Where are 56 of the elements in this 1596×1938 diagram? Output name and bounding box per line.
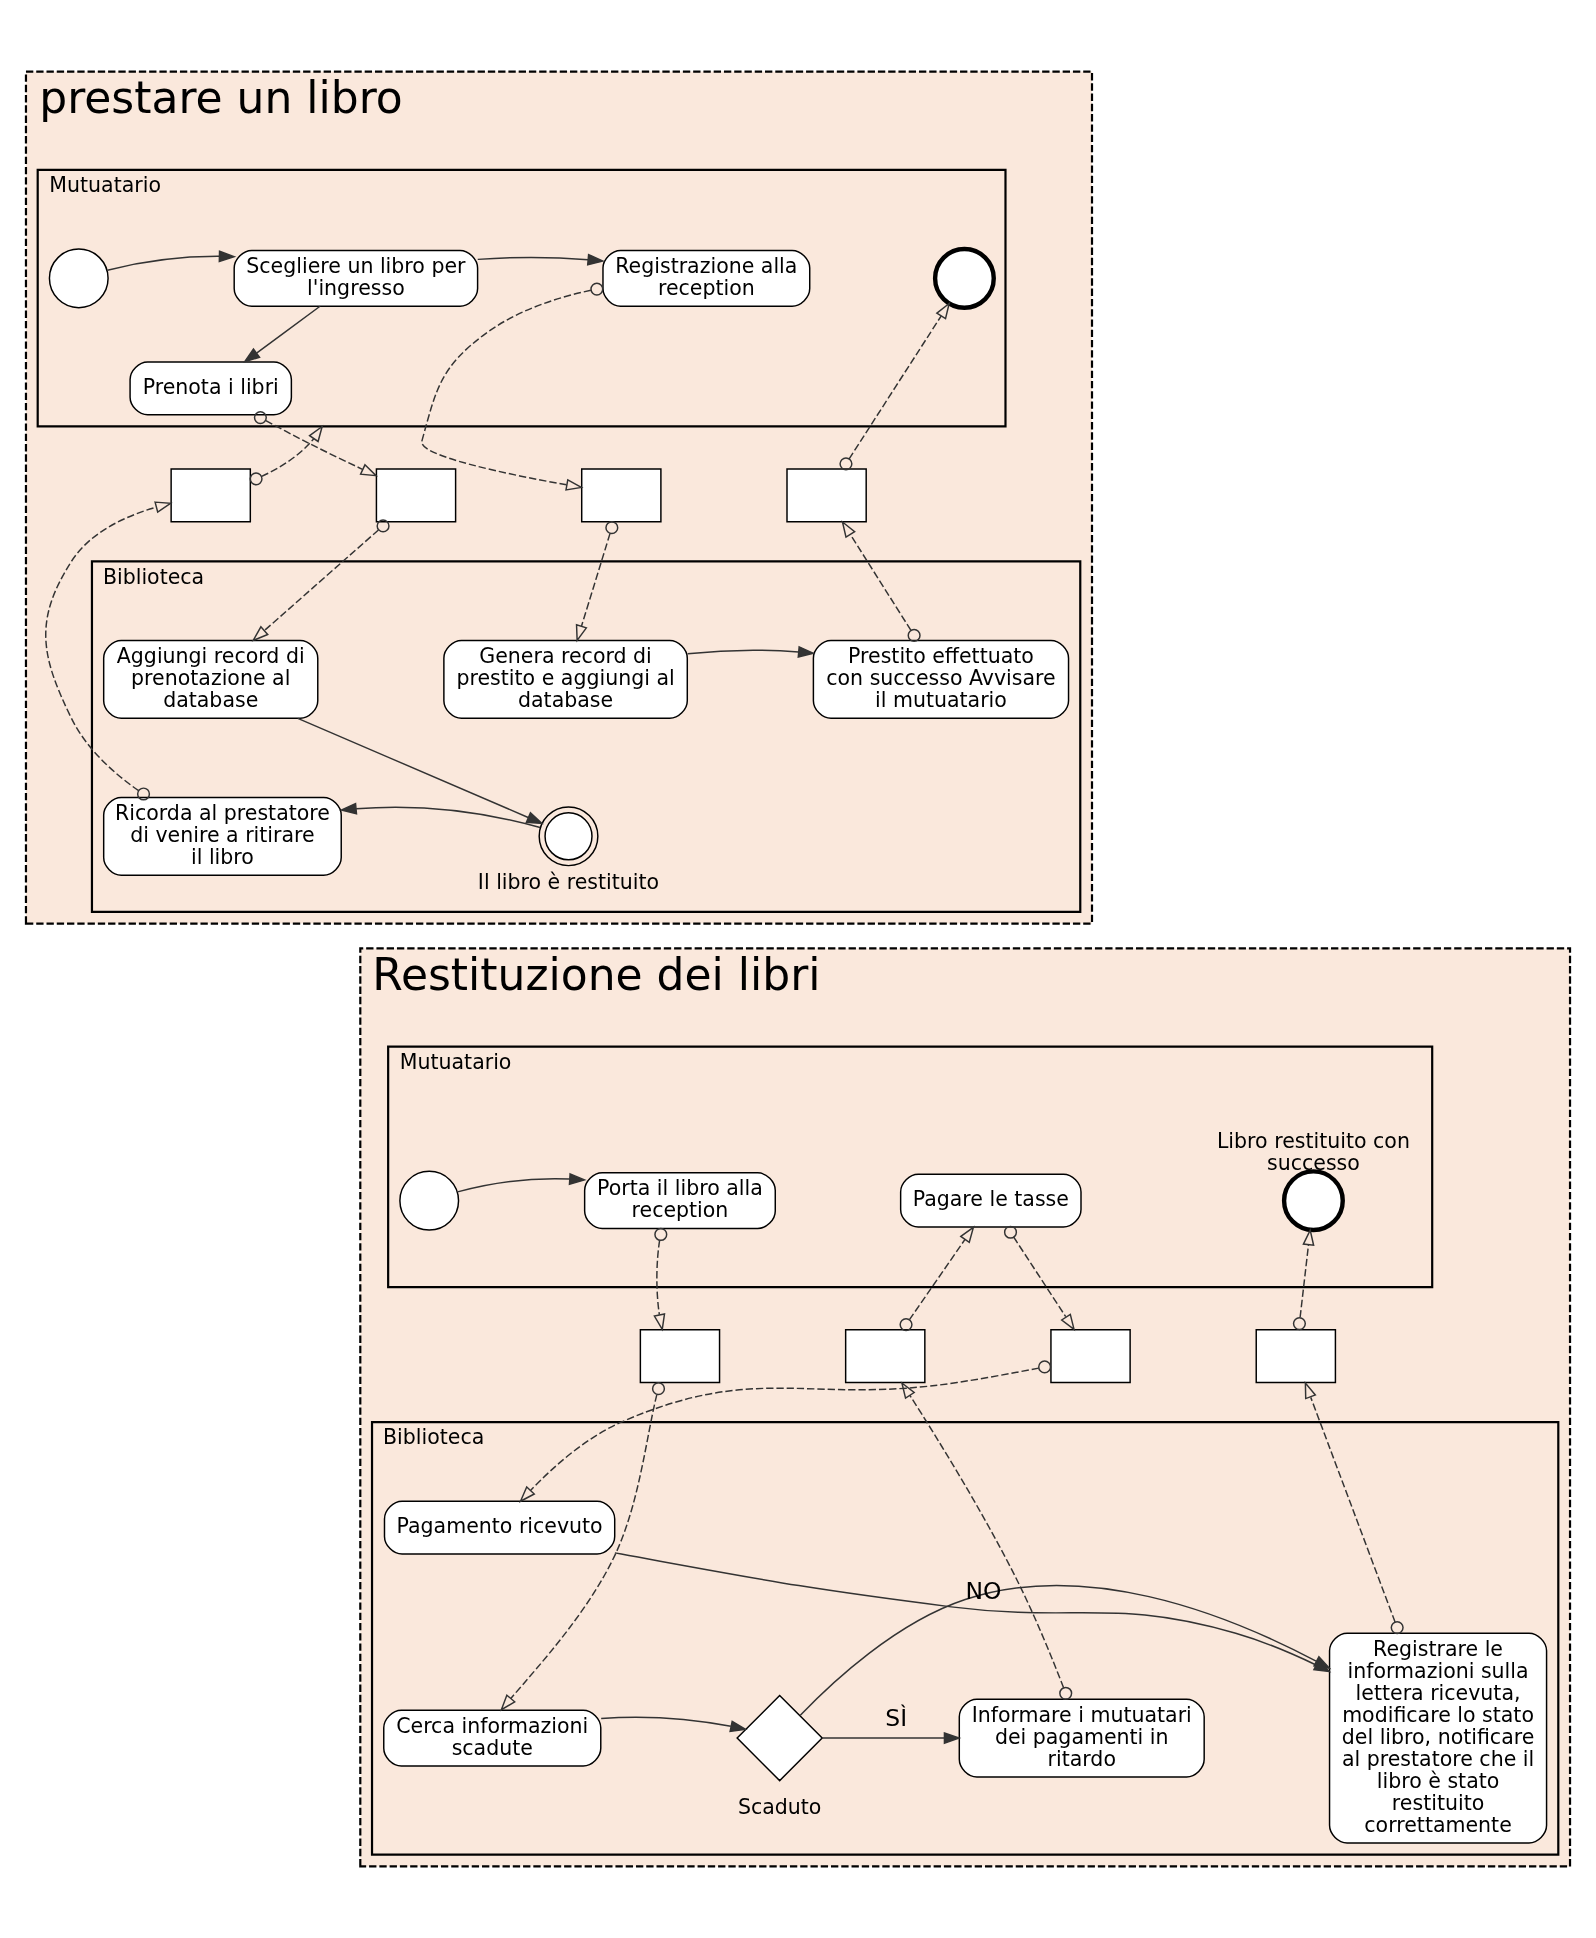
node-envelope [1050,1329,1131,1384]
node-box: Prenota i libri [129,361,293,416]
arrow [518,1360,1052,1503]
arrow [242,305,321,364]
node-envelope [786,468,867,523]
arrow [821,1731,962,1745]
arrow [421,282,604,491]
node-label: Il libro è restituito [477,869,660,894]
node-envelope [844,1329,926,1384]
node-circle [538,806,599,867]
node-box: Ricorda al prestatore di venire a ritirare il libro [102,796,342,876]
node-envelope [580,468,662,523]
node-envelope [375,468,457,523]
arrow [253,411,379,477]
node-box: Scegliere un libro per l'ingresso [233,249,479,307]
arrow [841,520,921,643]
node-box: Registrare le informazioni sulla lettera ricevuta, modificare lo stato del libro, notificare al prestatore che il libro è stato restituito correttamente [1328,1632,1548,1844]
node-box: Informare i mutuatari dei pagamenti in ritardo [958,1698,1205,1778]
node-envelope [639,1329,721,1384]
arrow [249,424,324,486]
arrow [251,519,390,642]
node-box: Pagare le tasse [899,1173,1082,1228]
node-label: Scaduto [737,1794,822,1819]
node-box: Cerca informazioni scadute [383,1709,602,1767]
node-envelope [1255,1329,1337,1384]
arrow [297,717,544,825]
node-envelope [170,468,252,523]
node-circle [48,248,109,309]
arrow [686,645,816,659]
node-label: Libro restituito con successo [1216,1129,1410,1176]
edge-label: SÌ [885,1704,908,1733]
arrow [900,1381,1073,1700]
arrow [45,501,173,801]
arrow [1304,1380,1404,1635]
node-box: Registrazione alla reception [602,249,811,307]
arrow [339,802,541,829]
arrow [477,253,605,266]
node-circle [1281,1169,1345,1233]
node-box: Porta il libro alla reception [583,1172,776,1230]
node-box: Prestito effettuato con successo Avvisare il mutuatario [812,639,1070,719]
arrow [1003,1225,1076,1332]
arrow [106,250,237,271]
node-circle [399,1170,460,1231]
arrow [899,1225,975,1332]
arrow [1292,1227,1315,1331]
arrow [456,1172,587,1193]
node-box: Aggiungi record di prenotazione al database [102,639,319,719]
node-box: Genera record di prestito e aggiungi al database [443,639,689,719]
arrow [839,301,951,471]
arrow [499,1382,666,1712]
arrow [575,521,619,643]
node-diamond [736,1694,824,1782]
node-circle [932,246,996,310]
arrow [600,1716,748,1733]
arrow [653,1227,668,1332]
node-box: Pagamento ricevuto [383,1500,616,1555]
